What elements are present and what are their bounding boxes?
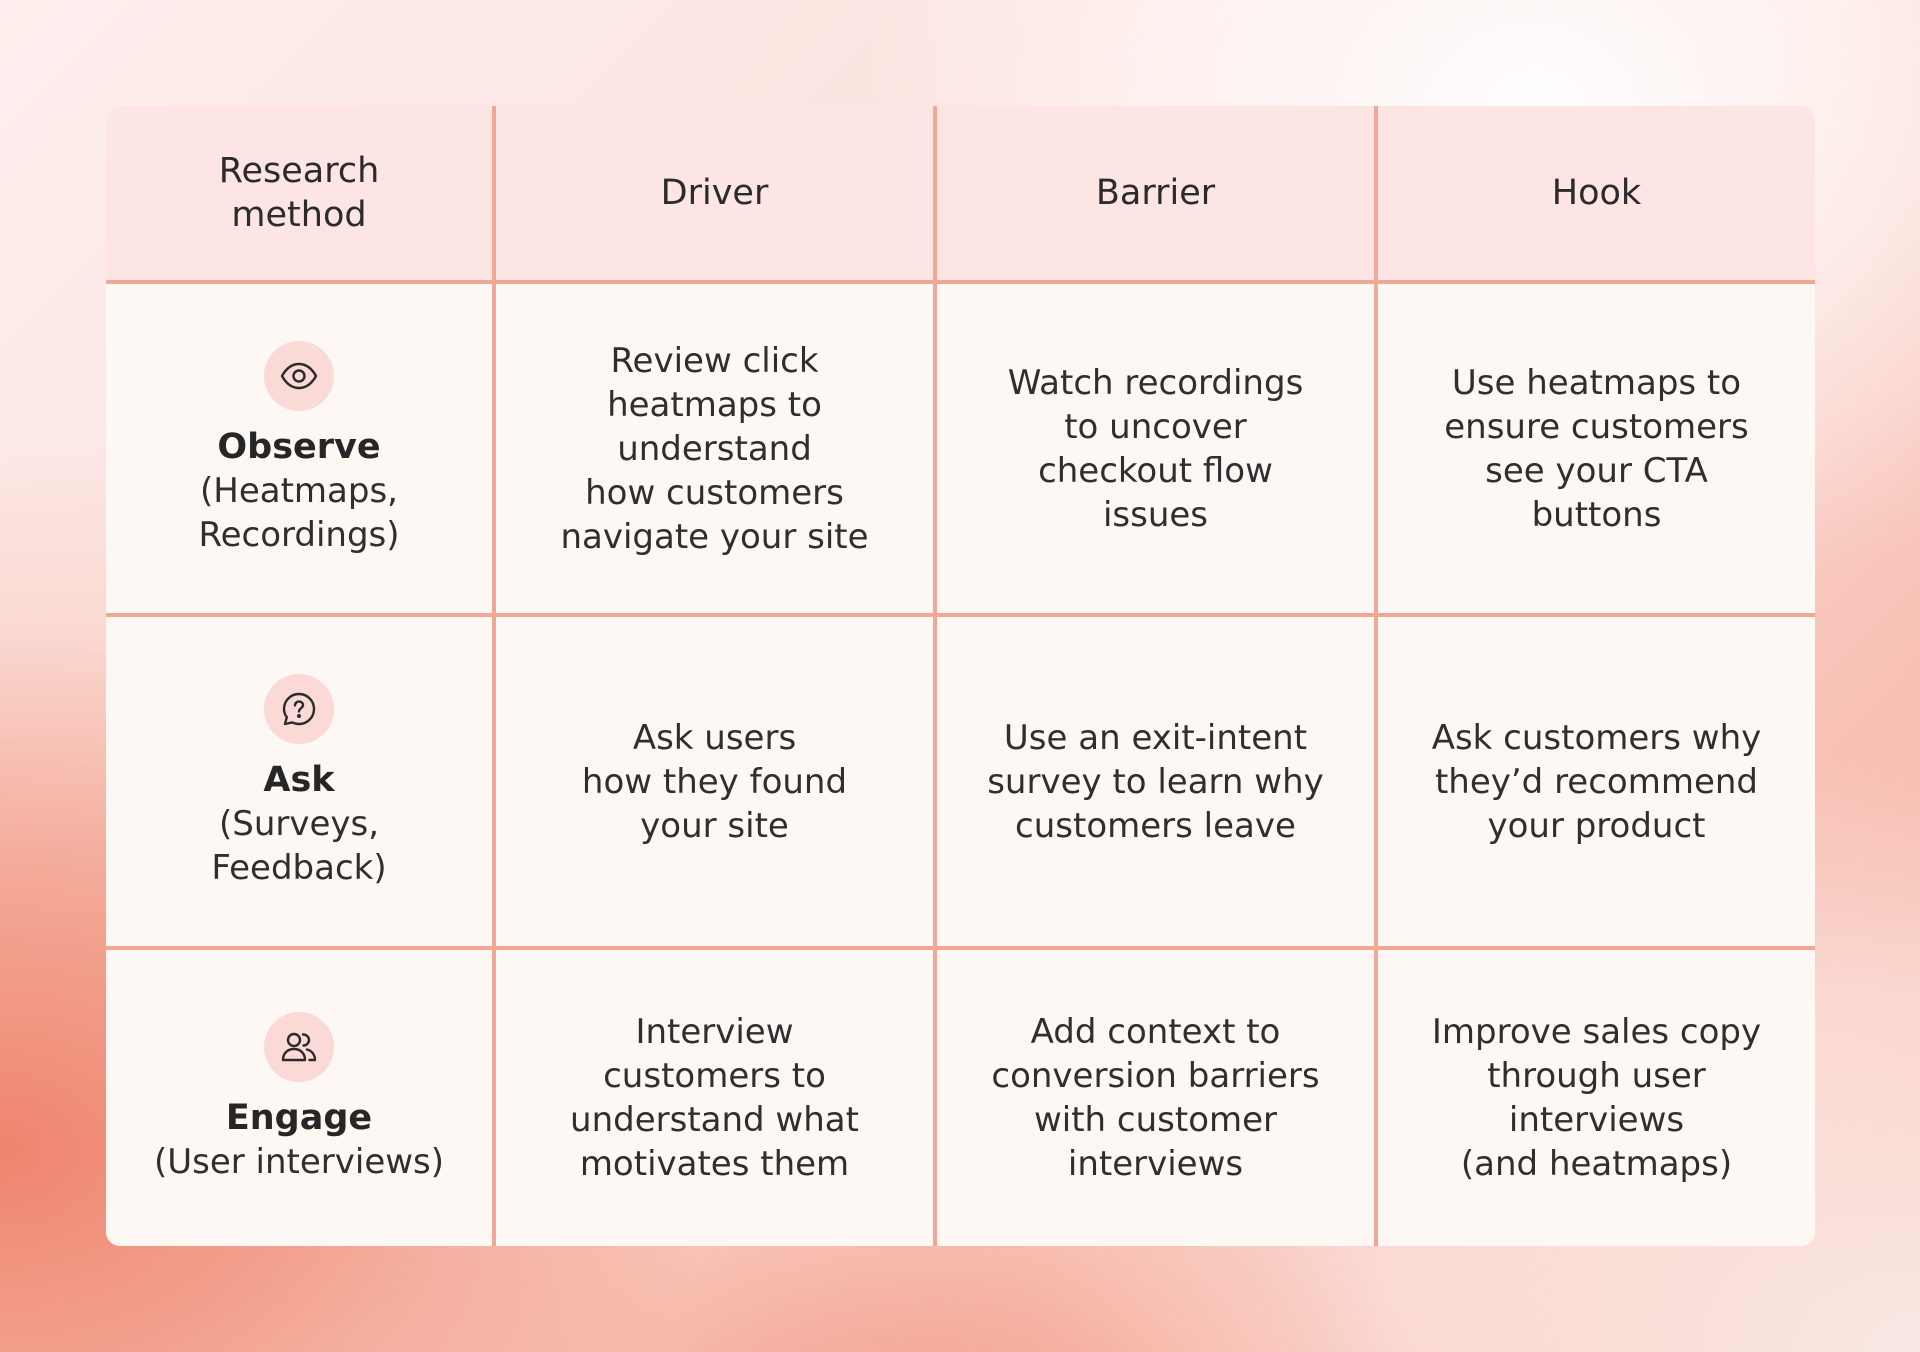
method-cell-observe: Observe (Heatmaps, Recordings) — [106, 284, 496, 617]
method-name: Ask — [263, 759, 335, 800]
cell-text: Watch recordings to uncover checkout flo… — [1007, 362, 1304, 535]
header-barrier: Barrier — [937, 106, 1378, 284]
cell-observe-driver: Review click heatmaps to understand how … — [496, 284, 937, 617]
method-name: Observe — [217, 426, 381, 467]
header-hook: Hook — [1378, 106, 1815, 284]
users-icon — [264, 1012, 334, 1082]
cell-text: Review click heatmaps to understand how … — [560, 340, 869, 557]
cell-ask-hook: Ask customers why they’d recommend your … — [1378, 617, 1815, 950]
cell-text: Ask customers why they’d recommend your … — [1431, 717, 1762, 846]
cell-text: Use an exit-intent survey to learn why c… — [987, 717, 1324, 846]
header-research-method-label: Research method — [218, 151, 380, 235]
question-bubble-icon — [264, 673, 334, 744]
eye-icon — [264, 340, 334, 411]
method-subtitle: (Heatmaps, Recordings) — [198, 470, 400, 555]
research-methods-table: Research method Driver Barrier Hook Obse… — [106, 106, 1815, 1246]
method-name: Engage — [225, 1098, 373, 1138]
method-subtitle: (User interviews) — [153, 1142, 445, 1182]
cell-text: Use heatmaps to ensure customers see you… — [1444, 362, 1749, 535]
cell-engage-hook: Improve sales copy through user intervie… — [1378, 950, 1815, 1246]
cell-text: Interview customers to understand what m… — [570, 1012, 859, 1184]
header-research-method: Research method — [106, 106, 496, 284]
header-barrier-label: Barrier — [1095, 173, 1216, 213]
cell-text: Add context to conversion barriers with … — [991, 1012, 1320, 1184]
cell-engage-barrier: Add context to conversion barriers with … — [937, 950, 1378, 1246]
cell-observe-barrier: Watch recordings to uncover checkout flo… — [937, 284, 1378, 617]
method-cell-ask: Ask (Surveys, Feedback) — [106, 617, 496, 950]
header-hook-label: Hook — [1551, 173, 1642, 213]
cell-ask-driver: Ask users how they found your site — [496, 617, 937, 950]
cell-ask-barrier: Use an exit-intent survey to learn why c… — [937, 617, 1378, 950]
method-cell-engage: Engage (User interviews) — [106, 950, 496, 1246]
cell-text: Improve sales copy through user intervie… — [1431, 1012, 1762, 1184]
header-driver: Driver — [496, 106, 937, 284]
cell-engage-driver: Interview customers to understand what m… — [496, 950, 937, 1246]
header-driver-label: Driver — [660, 173, 769, 213]
cell-text: Ask users how they found your site — [581, 717, 848, 846]
cell-observe-hook: Use heatmaps to ensure customers see you… — [1378, 284, 1815, 617]
method-subtitle: (Surveys, Feedback) — [211, 803, 387, 888]
